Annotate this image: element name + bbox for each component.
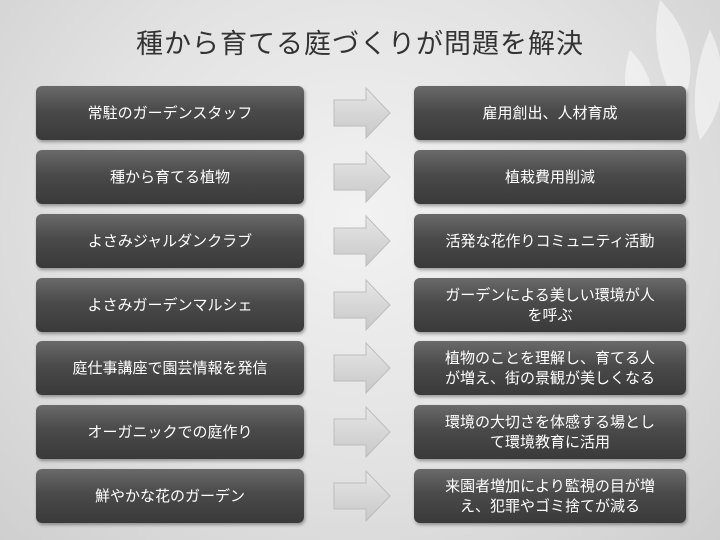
cause-box: よさみガーデンマルシェ (36, 278, 304, 332)
right-arrow-icon (333, 150, 391, 204)
mapping-row: 庭仕事講座で園芸情報を発信 植物のことを理解し、育てる人 が増え、街の景観が美しく… (0, 339, 720, 397)
cause-box: オーガニックでの庭作り (36, 405, 304, 459)
cause-box: 庭仕事講座で園芸情報を発信 (36, 341, 304, 395)
cause-box: 種から育てる植物 (36, 150, 304, 204)
right-arrow-icon (333, 214, 391, 268)
right-arrow-icon (333, 278, 391, 332)
right-arrow-icon (333, 469, 391, 523)
cause-box: 常駐のガーデンスタッフ (36, 86, 304, 140)
right-arrow-icon (333, 405, 391, 459)
effect-box: ガーデンによる美しい環境が人 を呼ぶ (414, 278, 686, 332)
right-arrow-icon (333, 86, 391, 140)
effect-box: 来園者増加により監視の目が増 え、犯罪やゴミ捨てが減る (414, 469, 686, 523)
effect-box: 植物のことを理解し、育てる人 が増え、街の景観が美しくなる (414, 341, 686, 395)
cause-box: 鮮やかな花のガーデン (36, 469, 304, 523)
effect-box: 植栽費用削減 (414, 150, 686, 204)
slide-title: 種から育てる庭づくりが問題を解決 (136, 29, 584, 60)
cause-box: よさみジャルダンクラブ (36, 214, 304, 268)
effect-box: 活発な花作りコミュニティ活動 (414, 214, 686, 268)
effect-box: 雇用創出、人材育成 (414, 86, 686, 140)
mapping-row: 鮮やかな花のガーデン 来園者増加により監視の目が増 え、犯罪やゴミ捨てが減る (0, 467, 720, 525)
mapping-row: 種から育てる植物 植栽費用削減 (0, 148, 720, 206)
mapping-row: よさみジャルダンクラブ 活発な花作りコミュニティ活動 (0, 212, 720, 270)
mapping-row: よさみガーデンマルシェ ガーデンによる美しい環境が人 を呼ぶ (0, 276, 720, 334)
mapping-row: 常駐のガーデンスタッフ 雇用創出、人材育成 (0, 84, 720, 142)
effect-box: 環境の大切さを体感する場とし て環境教育に活用 (414, 405, 686, 459)
mapping-row: オーガニックでの庭作り 環境の大切さを体感する場とし て環境教育に活用 (0, 403, 720, 461)
right-arrow-icon (333, 341, 391, 395)
